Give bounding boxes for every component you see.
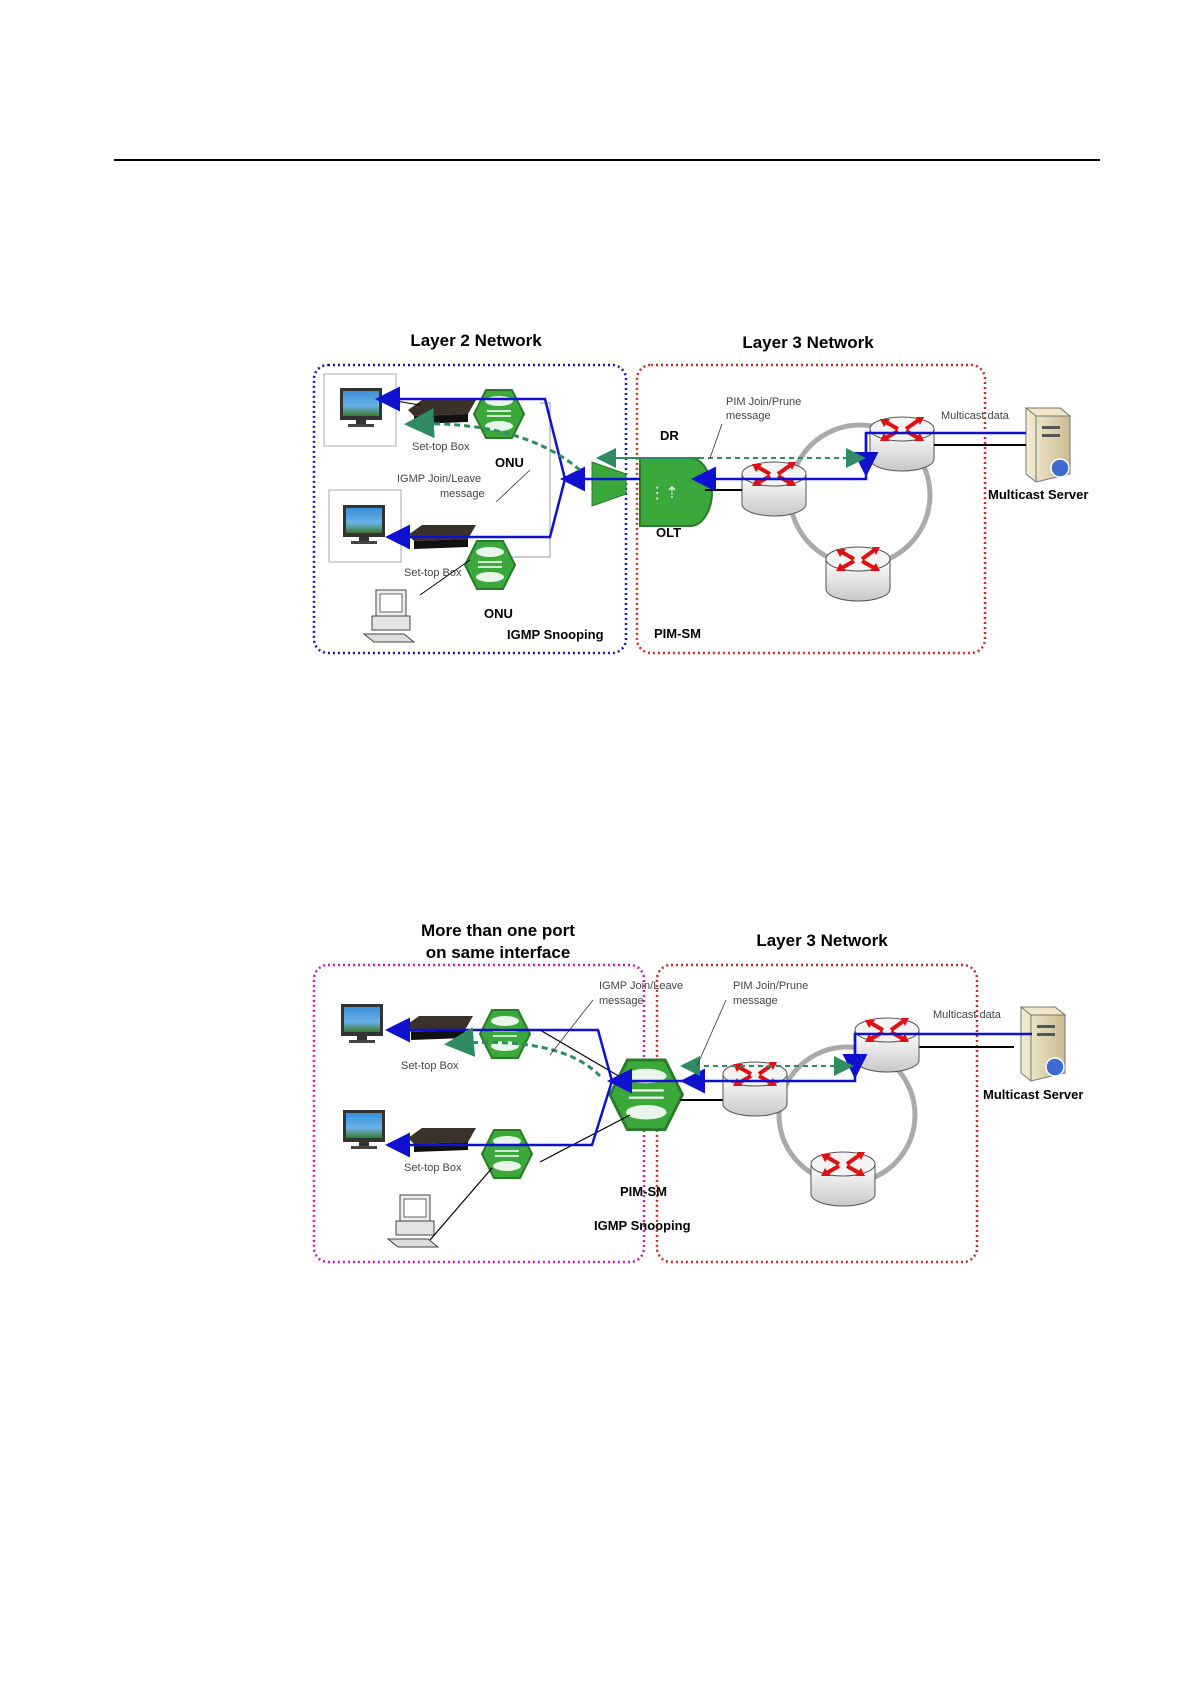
olt-icon: ⋮⇡: [639, 457, 713, 527]
igmp-join-leave-flow: [444, 1027, 602, 1078]
set-top-box-icon: [408, 400, 476, 424]
layer3-title: Layer 3 Network: [742, 333, 874, 352]
port-boundary: [312, 963, 646, 1264]
tv-icon: [341, 1004, 383, 1043]
port-title-line2: on same interface: [426, 943, 571, 962]
router-icon: [853, 1016, 921, 1074]
stb1-label: Set-top Box: [412, 441, 470, 453]
tv-icon: [343, 1110, 385, 1149]
pim-sm-label: PIM-SM: [620, 1184, 667, 1199]
stb2-label: Set-top Box: [404, 567, 462, 579]
multicast-server-label: Multicast Server: [988, 487, 1088, 502]
pim-msg-label-2: message: [726, 410, 771, 422]
layer3-boundary: [635, 363, 987, 655]
stb2-label: Set-top Box: [404, 1162, 462, 1174]
stb1-label: Set-top Box: [401, 1060, 459, 1072]
olt-label: OLT: [656, 525, 681, 540]
diagram-1: Layer 2 Network Layer 3 Network ⋮⇡: [312, 331, 1088, 655]
svg-text:⋮⇡: ⋮⇡: [649, 485, 678, 502]
set-top-box-icon: [405, 1016, 473, 1040]
pim-msg-label-1: PIM Join/Prune: [733, 980, 808, 992]
igmp-snooping-label: IGMP Snooping: [594, 1218, 691, 1233]
set-top-box-icon: [408, 1128, 476, 1152]
header-rule: [114, 159, 1100, 161]
multicast-data-label: Multicast data: [941, 410, 1010, 422]
onu1-label: ONU: [495, 455, 524, 470]
layer3-boundary: [655, 963, 979, 1264]
dr-label: DR: [660, 428, 679, 443]
onu-icon: [464, 540, 516, 590]
diagram-2: More than one port on same interface Lay…: [312, 921, 1083, 1264]
onu2-label: ONU: [484, 606, 513, 621]
pim-msg-label-1: PIM Join/Prune: [726, 396, 801, 408]
igmp-snooping-label: IGMP Snooping: [507, 627, 604, 642]
multicast-server-icon: [1025, 407, 1071, 483]
igmp-msg-label-1: IGMP Join/Leave: [397, 473, 481, 485]
splitter-icon: [591, 461, 627, 507]
igmp-msg-label-2: message: [599, 995, 644, 1007]
multicast-server-icon: [1020, 1006, 1066, 1082]
pim-msg-label-2: message: [733, 995, 778, 1007]
pim-sm-label: PIM-SM: [654, 626, 701, 641]
router-icon: [824, 545, 892, 603]
layer3-title: Layer 3 Network: [756, 931, 888, 950]
router-icon: [809, 1150, 877, 1208]
multicast-data-label: Multicast data: [933, 1009, 1002, 1021]
port-title-line1: More than one port: [421, 921, 575, 940]
pc-icon: [363, 589, 415, 643]
igmp-msg-label-1: IGMP Join/Leave: [599, 980, 683, 992]
onu-icon: [479, 1009, 531, 1059]
layer2-boundary: [312, 363, 628, 655]
tv-icon: [340, 388, 382, 427]
layer2-title: Layer 2 Network: [410, 331, 542, 350]
router-icon: [868, 415, 936, 473]
igmp-msg-label-2: message: [440, 488, 485, 500]
router-icon: [740, 460, 808, 518]
router-icon: [721, 1060, 789, 1118]
igmp-join-leave-flow: [404, 408, 581, 472]
tv-icon: [343, 505, 385, 544]
multicast-server-label: Multicast Server: [983, 1087, 1083, 1102]
